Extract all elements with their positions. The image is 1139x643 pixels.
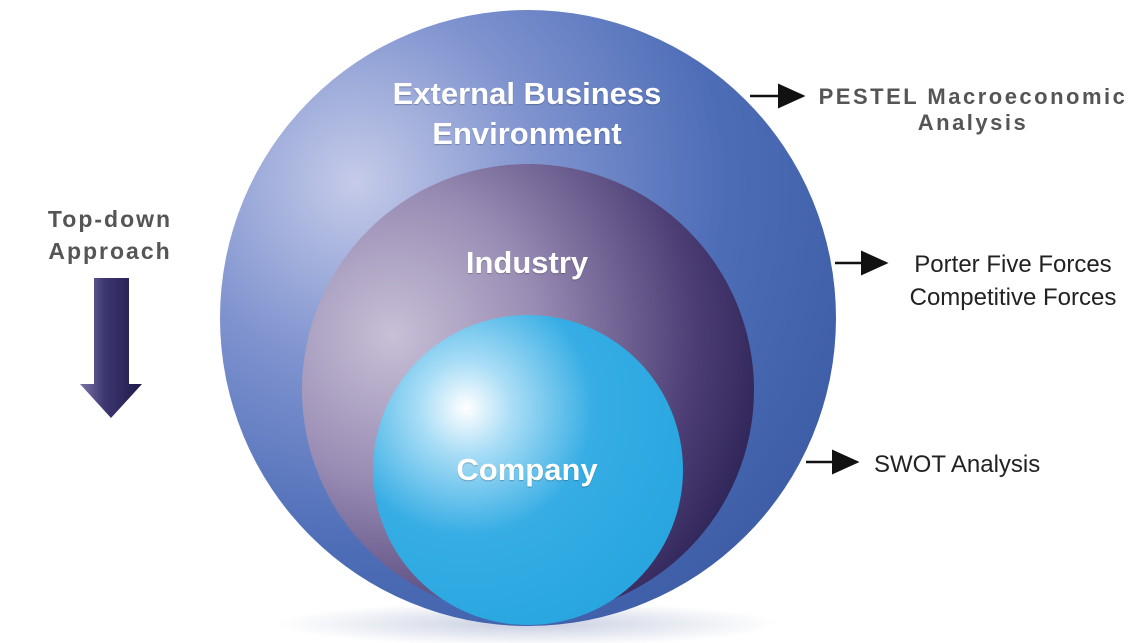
middle-circle-label: Industry [465, 245, 589, 280]
top-down-approach-label: Top-down Approach [47, 206, 173, 264]
inner-circle-company [373, 315, 683, 625]
outer-circle-label: External Business Environment [392, 76, 662, 151]
pestel-analysis-label: PESTEL Macroeconomic Analysis [818, 84, 1128, 135]
swot-analysis-label: SWOT Analysis [874, 451, 1041, 478]
down-arrow-icon [80, 278, 142, 418]
inner-circle-label: Company [456, 452, 598, 487]
porter-five-forces-label: Porter Five Forces Competitive Forces [909, 251, 1117, 311]
